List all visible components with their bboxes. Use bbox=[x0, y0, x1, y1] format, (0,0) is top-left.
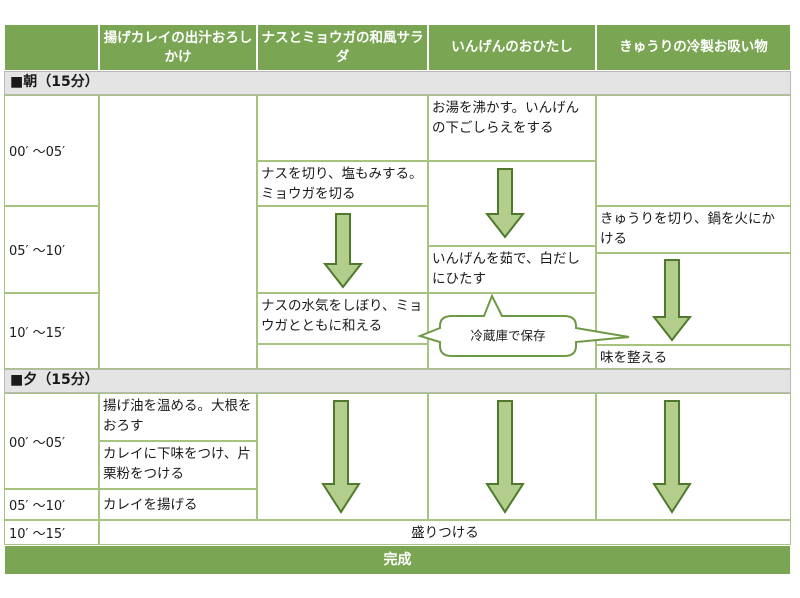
karei-step-season: カレイに下味をつけ、片栗粉をつける bbox=[99, 441, 257, 489]
kyuri-step-season: 味を整える bbox=[596, 345, 791, 369]
nasu-evening-cell bbox=[257, 393, 428, 520]
callout-refrigerate: 冷蔵庫で保存 bbox=[470, 328, 546, 343]
time-evening-0: 00′ ～05′ bbox=[4, 393, 99, 489]
time-morning-1: 05′ ～10′ bbox=[4, 206, 99, 293]
header-corner bbox=[4, 24, 99, 71]
ingen-evening-cell bbox=[428, 393, 596, 520]
time-evening-1: 05′ ～10′ bbox=[4, 489, 99, 520]
ingen-arrow-cell bbox=[428, 161, 596, 246]
karei-morning-cell bbox=[99, 95, 257, 369]
nasu-step-mix: ナスの水気をしぼり、ミョウガとともに和える bbox=[257, 293, 428, 344]
time-evening-2: 10′ ～15′ bbox=[4, 520, 99, 545]
time-morning-0: 00′ ～05′ bbox=[4, 95, 99, 206]
column-header-nasu: ナスとミョウガの和風サラダ bbox=[257, 24, 428, 71]
kyuri-step-cut: きゅうりを切り、鍋を火にかける bbox=[596, 206, 791, 253]
ingen-step-cook: いんげんを茹で、白だしにひたす bbox=[428, 246, 596, 293]
section-morning: ■朝（15分） bbox=[4, 71, 791, 95]
column-header-karei: 揚げカレイの出汁おろしかけ bbox=[99, 24, 257, 71]
kyuri-morning-empty bbox=[596, 95, 791, 206]
step-plating: 盛りつける bbox=[99, 520, 791, 545]
karei-step-heat-oil: 揚げ油を温める。大根をおろす bbox=[99, 393, 257, 441]
nasu-morning-bottom bbox=[257, 344, 428, 369]
nasu-step-cut: ナスを切り、塩もみする。ミョウガを切る bbox=[257, 161, 428, 206]
schedule-table: 揚げカレイの出汁おろしかけ ナスとミョウガの和風サラダ いんげんのおひたし きゅ… bbox=[4, 24, 791, 575]
nasu-morning-empty bbox=[257, 95, 428, 161]
kyuri-evening-cell bbox=[596, 393, 791, 520]
karei-step-fry: カレイを揚げる bbox=[99, 489, 257, 520]
ingen-step-boil: お湯を沸かす。いんげんの下ごしらえをする bbox=[428, 95, 596, 161]
footer-complete: 完成 bbox=[4, 545, 791, 575]
column-header-kyuri: きゅうりの冷製お吸い物 bbox=[596, 24, 791, 71]
time-morning-2: 10′ ～15′ bbox=[4, 293, 99, 369]
column-header-ingen: いんげんのおひたし bbox=[428, 24, 596, 71]
section-evening: ■夕（15分） bbox=[4, 369, 791, 393]
kyuri-arrow-cell bbox=[596, 253, 791, 345]
nasu-arrow-cell bbox=[257, 206, 428, 293]
